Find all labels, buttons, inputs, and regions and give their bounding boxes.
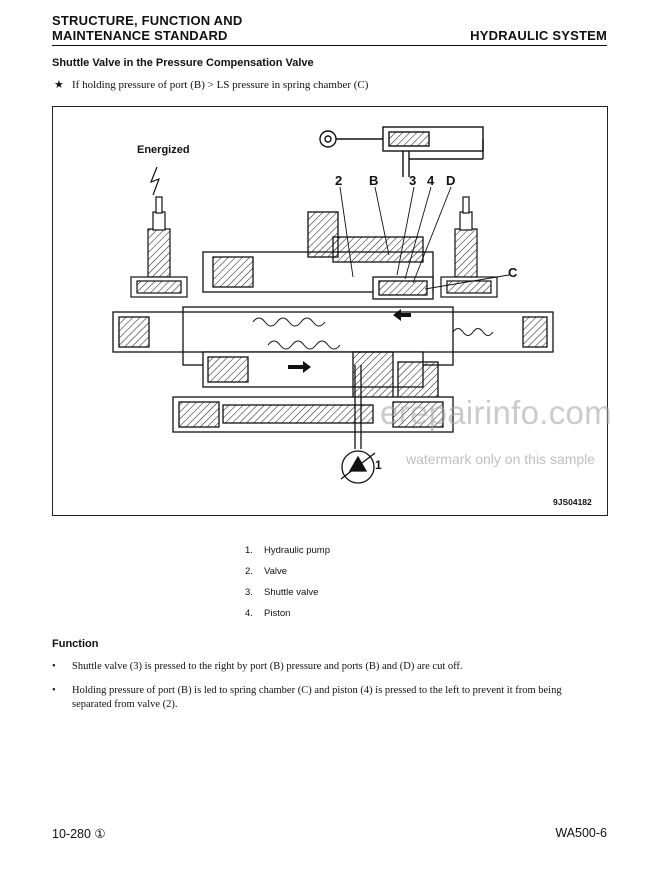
leader-lines — [339, 186, 510, 290]
label-piston-4: 4 — [427, 173, 435, 188]
label-pump-1: 1 — [375, 458, 382, 472]
header-title-line1: STRUCTURE, FUNCTION AND — [52, 13, 243, 28]
figure-labels: Energized 2 B 3 4 D C 1 9JS04182 — [137, 144, 592, 507]
header-title: STRUCTURE, FUNCTION AND MAINTENANCE STAN… — [52, 13, 242, 43]
spool-springs — [252, 317, 494, 350]
legend-text: Shuttle valve — [264, 587, 319, 598]
left-solenoid — [130, 196, 188, 298]
header-rule — [52, 45, 607, 46]
energized-arrow — [149, 166, 161, 196]
legend-text: Valve — [264, 566, 288, 577]
list-item: 3. Shuttle valve — [245, 587, 330, 608]
label-port-d: D — [446, 173, 455, 188]
piston-cylinder — [319, 126, 484, 177]
valve-diagram-drawing: Energized 2 B 3 4 D C 1 9JS04182 — [112, 126, 592, 507]
bullet-text: Shuttle valve (3) is pressed to the righ… — [72, 661, 463, 672]
label-valve-2: 2 — [335, 173, 342, 188]
list-item: 1. Hydraulic pump — [245, 545, 330, 566]
list-item: 4. Piston — [245, 608, 330, 629]
page-number: 10-280 ① — [52, 827, 106, 841]
label-chamber-c: C — [508, 265, 518, 280]
figure-code: 9JS04182 — [553, 497, 592, 507]
watermark-site: erepairinfo.com — [380, 394, 612, 431]
header-title-line2: MAINTENANCE STANDARD — [52, 28, 228, 43]
function-title: Function — [52, 638, 99, 650]
legend-number: 4. — [245, 608, 253, 619]
legend-text: Hydraulic pump — [264, 545, 330, 556]
label-energized: Energized — [137, 144, 190, 156]
section-title: Shuttle Valve in the Pressure Compensati… — [52, 57, 314, 69]
watermark-note: watermark only on this sample — [406, 451, 596, 467]
function-bullet: • Shuttle valve (3) is pressed to the ri… — [52, 660, 602, 674]
base-cylinder — [172, 396, 454, 433]
label-shuttle-3: 3 — [409, 173, 416, 188]
valve-body — [112, 211, 554, 423]
legend-number: 2. — [245, 566, 253, 577]
flow-arrow-right — [288, 361, 311, 373]
star-icon: ★ — [54, 79, 64, 91]
label-port-b: B — [369, 173, 378, 188]
model-code: WA500-6 — [555, 826, 607, 840]
bullet-icon: • — [52, 685, 56, 696]
legend-number: 1. — [245, 545, 253, 556]
legend-number: 3. — [245, 587, 253, 598]
valve-diagram: Energized 2 B 3 4 D C 1 9JS04182 — [52, 106, 608, 516]
bullet-icon: • — [52, 661, 56, 672]
function-bullet: • Holding pressure of port (B) is led to… — [52, 684, 602, 712]
parts-legend: 1. Hydraulic pump 2. Valve 3. Shuttle valve… — [245, 545, 330, 629]
legend-text: Piston — [264, 608, 291, 619]
condition-note: ★ If holding pressure of port (B) > LS pr… — [54, 78, 368, 91]
pump-symbol — [340, 365, 376, 484]
bullet-text: Holding pressure of port (B) is led to s… — [72, 685, 562, 710]
condition-text: If holding pressure of port (B) > LS pre… — [72, 79, 369, 91]
list-item: 2. Valve — [245, 566, 330, 587]
header-section: HYDRAULIC SYSTEM — [470, 28, 607, 43]
right-solenoid — [440, 196, 498, 298]
flow-arrow-left — [393, 309, 411, 321]
